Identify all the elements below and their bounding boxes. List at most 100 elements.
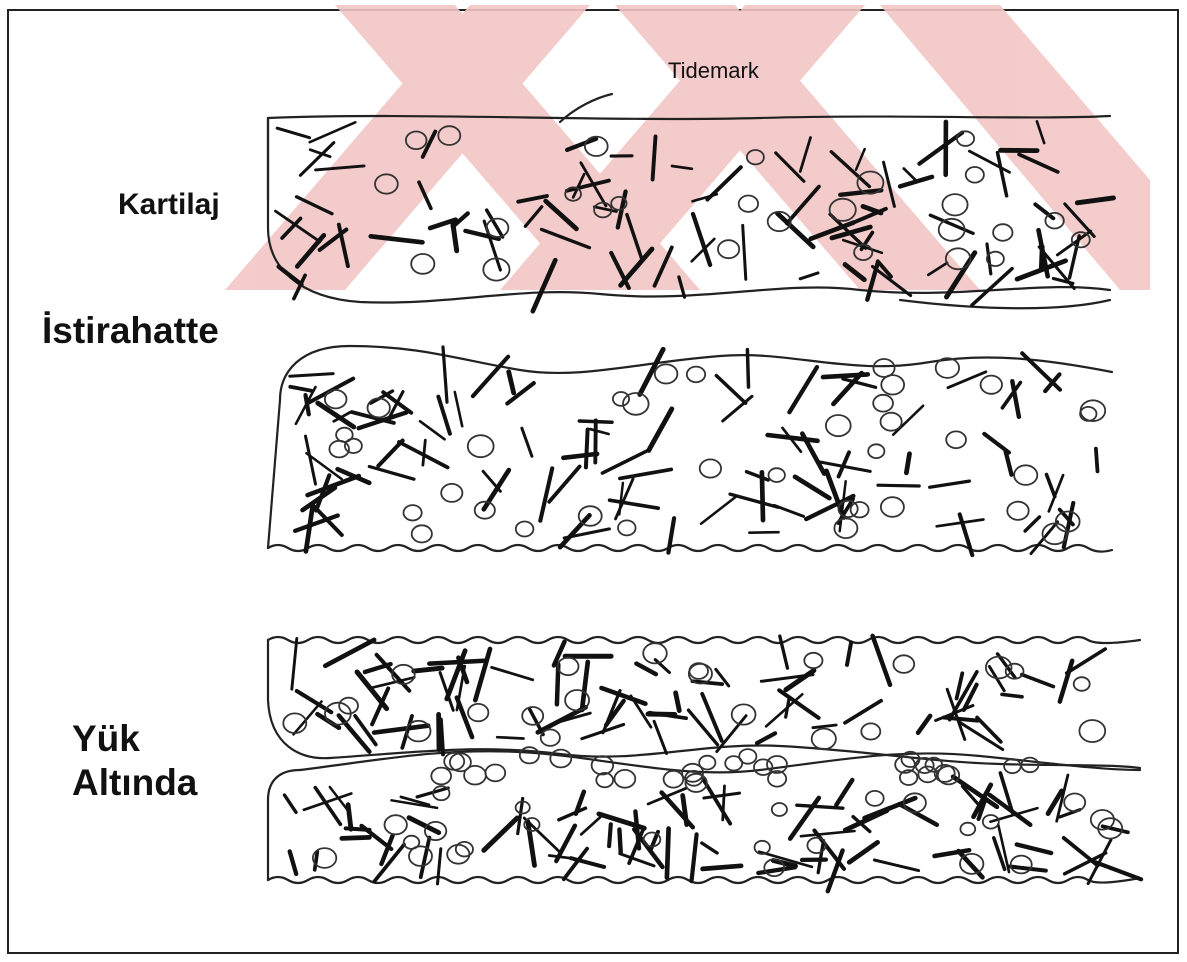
collagen-fiber <box>800 273 818 279</box>
collagen-fiber <box>567 181 609 191</box>
collagen-fiber <box>845 701 881 723</box>
collagen-fiber <box>325 640 374 666</box>
chondrocyte-cell <box>385 815 407 834</box>
istirahatte-label: İstirahatte <box>42 310 219 352</box>
collagen-fiber <box>371 236 423 242</box>
collagen-fiber <box>679 277 685 297</box>
collagen-fiber <box>306 509 312 552</box>
chondrocyte-cell <box>406 132 427 150</box>
chondrocyte-cell <box>993 224 1012 241</box>
collagen-fiber <box>1060 661 1072 702</box>
chondrocyte-cell <box>468 435 494 457</box>
tissue-outline <box>268 116 1110 303</box>
collagen-fiber <box>1022 353 1060 389</box>
chondrocyte-cell <box>739 196 758 212</box>
collagen-fiber <box>1017 845 1051 854</box>
collagen-fiber <box>1047 475 1055 497</box>
chondrocyte-cell <box>618 520 636 535</box>
collagen-fiber <box>1022 675 1054 687</box>
collagen-fiber <box>716 376 745 404</box>
chondrocyte-cell <box>456 842 473 857</box>
chondrocyte-cell <box>485 765 505 782</box>
collagen-fiber <box>620 854 654 866</box>
collagen-fiber <box>648 714 675 715</box>
chondrocyte-cell <box>812 729 836 750</box>
chondrocyte-cell <box>861 723 880 739</box>
tissue-outline <box>268 640 1140 768</box>
collagen-fiber <box>609 824 611 846</box>
chondrocyte-cell <box>468 704 488 721</box>
chondrocyte-cell <box>664 771 684 788</box>
chondrocyte-cell <box>438 126 460 145</box>
chondrocyte-cell <box>981 376 1002 394</box>
collagen-fiber <box>683 796 687 825</box>
chondrocyte-cell <box>881 497 904 517</box>
collagen-fiber <box>723 396 752 421</box>
yuk-label: Yük <box>72 718 140 760</box>
collagen-fiber <box>465 231 498 239</box>
collagen-fiber <box>346 828 370 830</box>
chondrocyte-cell <box>1080 407 1096 421</box>
chondrocyte-cell <box>1064 794 1085 812</box>
chondrocyte-cell <box>464 766 486 785</box>
collagen-fiber <box>786 670 814 689</box>
collagen-fiber <box>702 694 722 741</box>
chondrocyte-cell <box>441 484 462 502</box>
collagen-fiber <box>1006 451 1012 474</box>
collagen-fiber <box>668 518 674 553</box>
collagen-fiber <box>484 818 517 850</box>
chondrocyte-cell <box>830 199 856 221</box>
collagen-fiber <box>795 477 829 498</box>
collagen-fiber <box>957 673 963 698</box>
collagen-fiber <box>768 435 818 441</box>
chondrocyte-cell <box>368 398 390 417</box>
collagen-fiber <box>559 808 586 820</box>
chondrocyte-cell <box>739 749 756 764</box>
chondrocyte-cell <box>826 415 851 436</box>
chondrocyte-cell <box>747 150 764 164</box>
collagen-fiber <box>620 469 671 478</box>
collagen-fiber <box>455 392 462 426</box>
chondrocyte-cell <box>946 248 971 269</box>
chondrocyte-cell <box>655 364 678 383</box>
chondrocyte-cell <box>946 431 966 448</box>
collagen-fiber <box>984 434 1009 453</box>
collagen-fiber <box>800 138 810 172</box>
collagen-fiber <box>900 177 932 187</box>
collagen-fiber <box>1025 517 1039 531</box>
collagen-fiber <box>348 805 351 830</box>
collagen-fiber <box>492 667 533 679</box>
altinda-label: Altında <box>72 762 197 804</box>
collagen-fiber <box>692 834 697 881</box>
collagen-fiber <box>904 169 917 182</box>
tissue-outline <box>268 637 1140 643</box>
chondrocyte-cell <box>558 658 579 676</box>
collagen-fiber <box>826 471 843 518</box>
collagen-fiber <box>1049 475 1063 511</box>
collagen-fiber <box>619 830 620 853</box>
collagen-fiber <box>567 139 596 150</box>
collagen-fiber <box>277 128 309 138</box>
collagen-fiber <box>847 642 851 665</box>
chondrocyte-cell <box>868 444 884 458</box>
collagen-fiber <box>818 841 823 873</box>
collagen-fiber <box>441 720 443 755</box>
chondrocyte-cell <box>1045 213 1063 229</box>
collagen-fiber <box>616 479 634 519</box>
collagen-fiber <box>757 733 775 743</box>
chondrocyte-cell <box>936 358 959 378</box>
collagen-fiber <box>747 472 769 480</box>
collagen-fiber <box>590 429 609 434</box>
collagen-fiber <box>374 726 428 733</box>
collagen-fiber <box>581 817 600 834</box>
collagen-fiber <box>704 780 731 824</box>
collagen-fiber <box>1096 449 1098 472</box>
chondrocyte-cell <box>592 756 614 774</box>
collagen-fiber <box>339 716 370 752</box>
collagen-fiber <box>1037 121 1044 143</box>
collagen-fiber <box>702 843 717 853</box>
collagen-fiber <box>636 664 656 675</box>
collagen-fiber <box>789 367 817 412</box>
chondrocyte-cell <box>881 413 902 431</box>
